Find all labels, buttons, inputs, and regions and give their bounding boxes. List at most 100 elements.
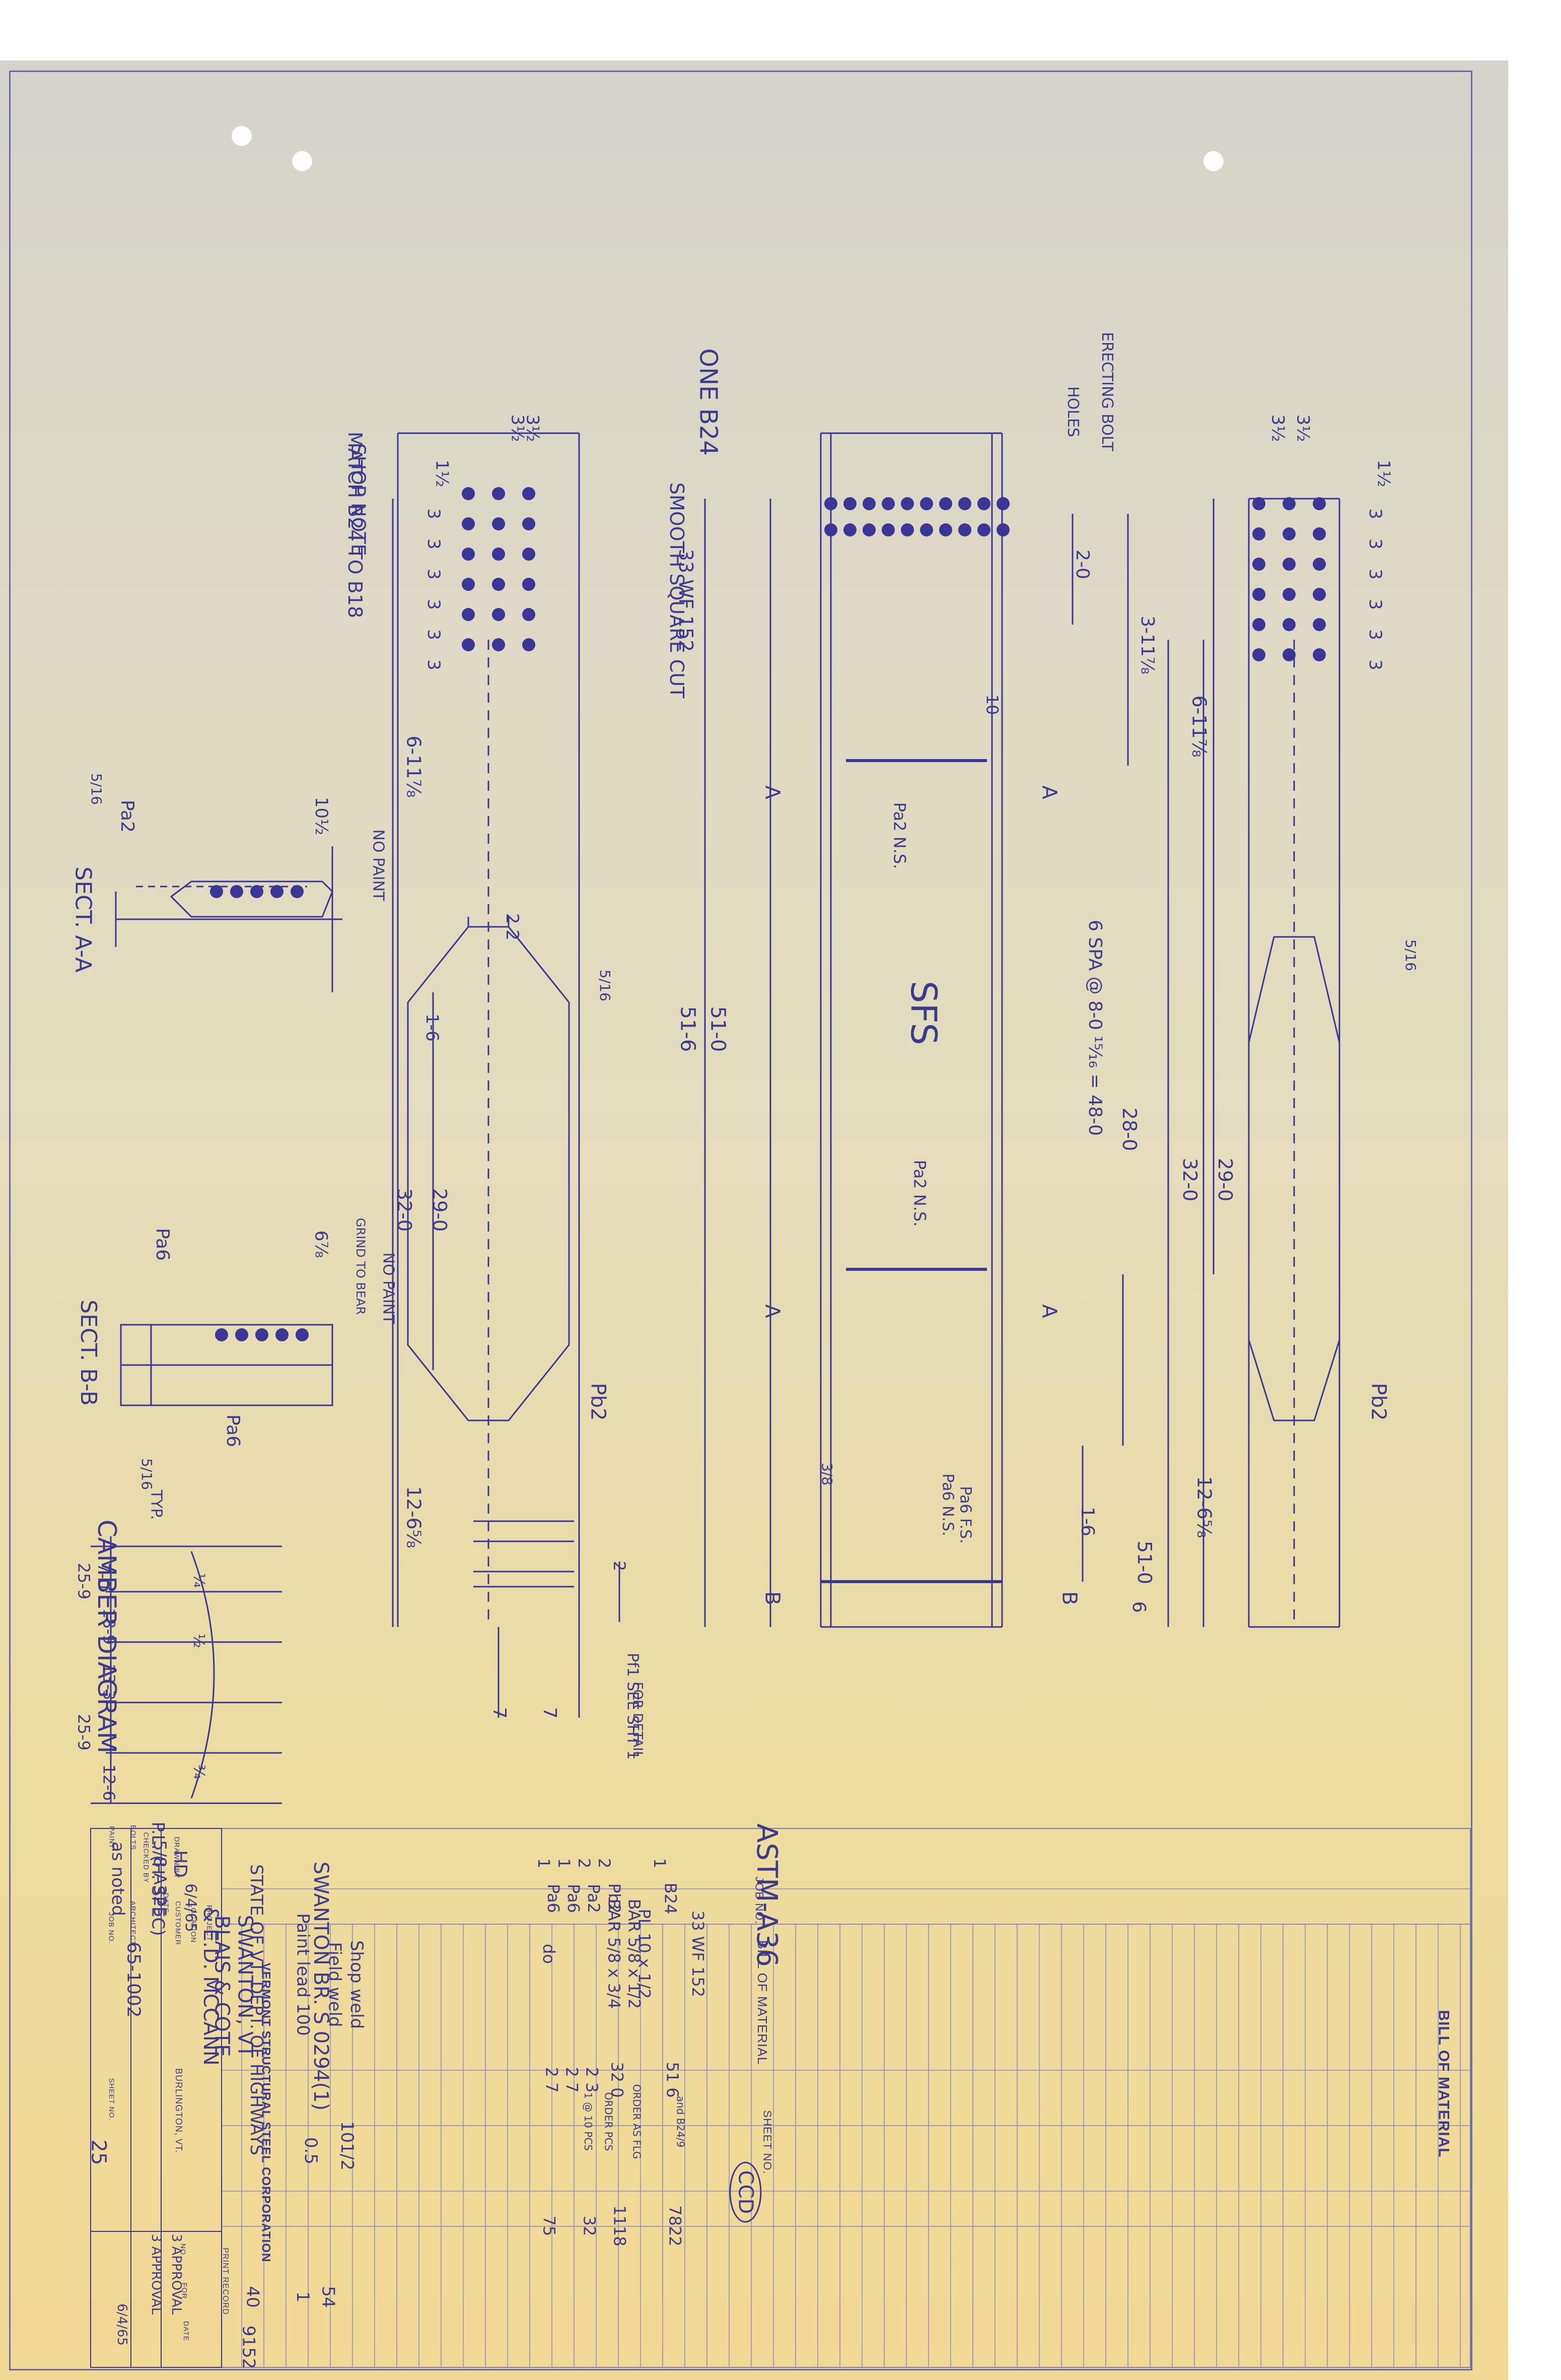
grind-to-bear-note: GRIND TO BEAR [353, 1217, 368, 1315]
dim-center-6: 6 [1128, 1601, 1149, 1613]
bolt-hole [1252, 527, 1265, 540]
dim-top-row-1: 3 [423, 508, 444, 519]
pa6-fs-note: Pa6 F.S. [956, 1486, 974, 1544]
section-mark-a-1: A [760, 785, 784, 799]
bolt-hole [522, 517, 535, 530]
pa2-label: Pa2 [117, 799, 138, 833]
bolt-hole [824, 497, 837, 510]
bolt-hole [1313, 588, 1326, 601]
camber-diagram [91, 1536, 282, 1804]
dim-center-51-6: 51-6 [676, 1006, 699, 1052]
dim-bottom-row-1: 3 [1365, 508, 1385, 519]
bill-cell-length: 51 6 [663, 2062, 682, 2098]
bolt-hole [296, 1328, 309, 1341]
shop-note-2: MATCH B24 TO B18 [344, 431, 367, 619]
bolt-hole [255, 1328, 268, 1341]
weld-symbol-2: 5/16 [1402, 939, 1419, 971]
title-block-grid [90, 1828, 222, 2368]
bolt-hole [492, 548, 505, 561]
bolt-hole [863, 523, 876, 536]
bolt-hole [997, 523, 1010, 536]
bill-cell-pieces: 1 [554, 1858, 574, 1869]
bolt-hole [462, 608, 475, 621]
bill-cell-note: and B24/9 [674, 2095, 687, 2148]
job-no-value: 65-1002 [123, 1942, 144, 2018]
bolt-hole [492, 638, 505, 651]
dim-top-1-6: 1-6 [421, 1013, 442, 1042]
dim-top-row-5: 3 [423, 629, 444, 640]
sheet-border [9, 71, 1472, 2370]
dim-top-29: 29-0 [429, 1188, 451, 1232]
bill-cell-mark: Pa6 [563, 1884, 583, 1913]
bolt-hole [977, 523, 990, 536]
dim-center-1-6: 1-6 [1077, 1507, 1098, 1536]
section-bb-title: SECT. B-B [75, 1300, 101, 1406]
bolts-label: BOLTS [129, 1825, 137, 1850]
bolt-hole [1283, 618, 1296, 631]
bolt-hole [462, 578, 475, 591]
job-no-label: JOB NO. [107, 1912, 116, 1944]
dim-bottom-row-4: 3 [1365, 599, 1385, 610]
pr-row-2: 3 APPROVAL [149, 2233, 164, 2315]
bill-cell-desc: do [539, 1944, 558, 1964]
bill-weight-1: 54 [318, 2286, 338, 2308]
bolt-hole [1283, 558, 1296, 571]
ccd-stamp: CCD [729, 2161, 762, 2223]
paint-value: P.L. (H. SPEC) [148, 1821, 168, 1936]
bill-header-title: BILL OF MATERIAL [1435, 2010, 1452, 2158]
project-value: SWANTON BR. S 0294(1) [309, 1861, 333, 2111]
bolt-hole [843, 497, 857, 510]
bolt-hole [275, 1328, 289, 1341]
bill-cell-pieces: 1 [534, 1858, 554, 1869]
bolt-hole [997, 497, 1010, 510]
dim-camber-e-1: ¼ [190, 1573, 208, 1588]
dim-top-half-2: 3½ [522, 414, 543, 442]
dim-center-51: 51-0 [706, 1006, 730, 1052]
section-mark-a-4: A [1037, 1304, 1061, 1318]
bolt-hole [1252, 558, 1265, 571]
weld-number-1: 101/2 [336, 2121, 357, 2170]
bolt-hole [492, 608, 505, 621]
dim-center-6-spa: 6 SPA @ 8-0 ¹⁵⁄₁₆ = 48-0 [1084, 920, 1105, 1136]
bolt-hole [235, 1328, 248, 1341]
bill-cell-weight: 32 [580, 2215, 599, 2236]
pb2-label-2: Pb2 [1367, 1383, 1390, 1421]
sheet-no-value: 25 [87, 2139, 110, 2165]
dim-camber-e-2: ½ [190, 1633, 208, 1649]
dim-sect-aa-top: 10½ [311, 796, 332, 836]
bolt-hole [843, 523, 857, 536]
bolt-hole [939, 523, 952, 536]
dim-camber-e-3: ¾ [190, 1764, 208, 1780]
dim-bottom-row-6: 3 [1365, 659, 1385, 670]
bolt-hole [462, 517, 475, 530]
erecting-holes-note-2: HOLES [1063, 386, 1082, 437]
sheet-no-label: SHEET NO. [108, 2078, 116, 2121]
section-mark-b-2: B [1057, 1591, 1081, 1605]
no-paint-note: NO PAINT [369, 829, 387, 901]
bolt-hole [250, 885, 263, 898]
section-bb [120, 1324, 333, 1406]
bolt-hole [920, 523, 933, 536]
company-city: BURLINGTON, VT. [173, 2068, 184, 2153]
bolt-hole [522, 608, 535, 621]
bolt-hole [1252, 648, 1265, 661]
erecting-holes-note-1: ERECTING BOLT [1098, 332, 1116, 451]
pa6-label: Pa6 [152, 1228, 173, 1261]
pa6-label-2: Pa6 [223, 1414, 244, 1448]
drawn-by: HD [169, 1850, 190, 1878]
dim-top-7-1: 7 [488, 1707, 510, 1719]
bolt-hole [882, 523, 895, 536]
punch-hole [1203, 151, 1224, 171]
pr-date: 6/4/65 [114, 2303, 129, 2346]
dim-bottom-half-1: 3½ [1267, 414, 1288, 442]
dim-camber-c-1: 13-3 [99, 1663, 119, 1701]
dim-sect-bb-top: 6⅞ [311, 1230, 331, 1258]
beam-top-view [397, 432, 580, 1718]
dim-camber-a-2: 25-9 [74, 1562, 94, 1600]
punch-hole [292, 151, 312, 171]
dim-camber-c-2: 25-9 [74, 1714, 94, 1751]
one-b24-label: ONE B24 [694, 348, 723, 456]
bolt-hole [215, 1328, 228, 1341]
punch-hole [232, 126, 252, 146]
bolt-hole [210, 885, 223, 898]
